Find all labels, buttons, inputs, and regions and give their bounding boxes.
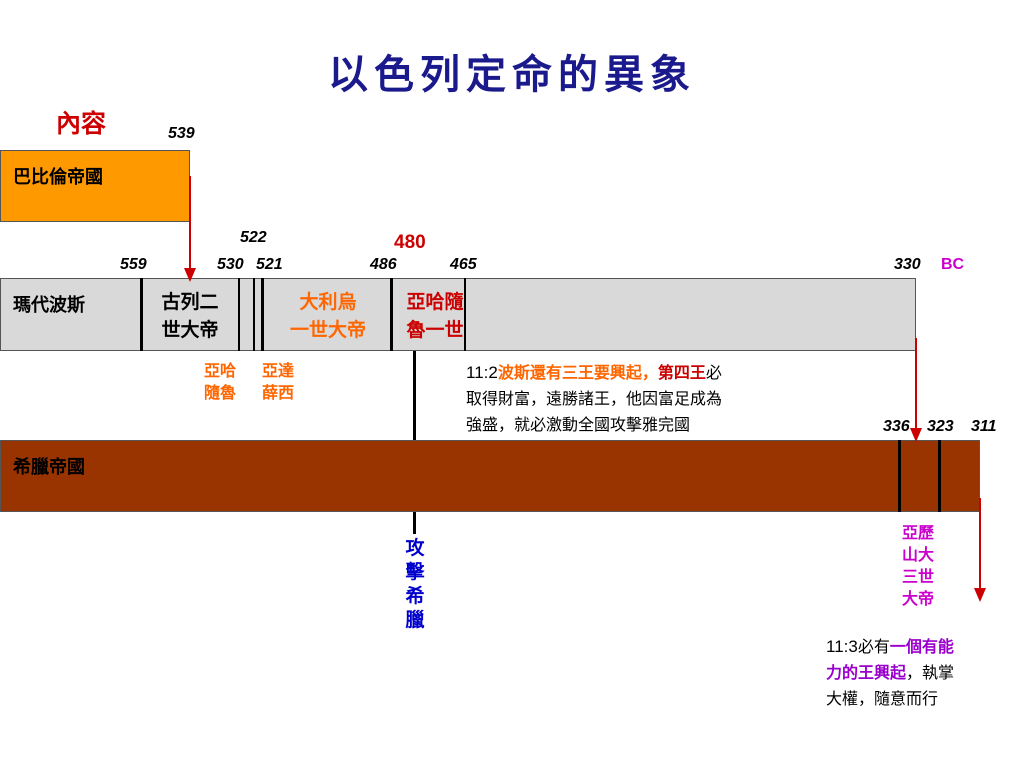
artaxerxes-label: 亞達 薛西	[262, 360, 294, 404]
ahasuerus-line-2: 隨魯	[204, 383, 237, 402]
medo-persia-label: 瑪代波斯	[13, 295, 85, 316]
attack-char-2: 擊	[405, 561, 425, 583]
verse-11-3-ref: 11:3	[826, 637, 858, 656]
year-559: 559	[120, 256, 147, 273]
year-530: 530	[217, 256, 244, 273]
darius-line-2: 一世大帝	[289, 319, 366, 341]
year-480: 480	[394, 232, 426, 253]
verse-11-2-red: 第四王	[657, 363, 706, 382]
verse-11-2: 11:2波斯還有三王要興起，第四王必 取得財富，遠勝諸王，他因富足成為 強盛，就…	[466, 360, 846, 438]
divider-559	[140, 278, 143, 351]
divider-323	[938, 440, 941, 512]
darius-line-1: 大利烏	[299, 291, 357, 313]
xerxes-line-2: 魯一世	[406, 319, 464, 341]
attack-char-1: 攻	[405, 537, 425, 559]
divider-522	[253, 278, 255, 351]
year-330: 330	[894, 256, 921, 273]
divider-465	[464, 278, 466, 351]
arrow-539	[184, 176, 196, 282]
arrow-330	[910, 338, 922, 442]
xerxes-line-1: 亞哈隨	[406, 291, 464, 313]
verse-11-3-line3: 大權，隨意而行	[826, 689, 939, 708]
darius-label: 大利烏 一世大帝	[268, 288, 388, 344]
year-311: 311	[971, 418, 997, 435]
divider-521	[261, 278, 264, 351]
cyrus-line-2: 世大帝	[161, 319, 219, 341]
medo-persia-bar: 瑪代波斯	[0, 278, 916, 351]
verse-11-3-rest: ，執掌	[906, 663, 955, 682]
line-480-lower	[413, 512, 416, 534]
verse-11-2-rest: 必	[705, 363, 722, 382]
divider-336	[898, 440, 901, 512]
arrow-311	[974, 498, 986, 602]
cyrus-line-1: 古列二	[161, 291, 219, 313]
alexander-line-1: 亞歷	[901, 523, 934, 542]
verse-11-2-ref: 11:2	[466, 363, 498, 382]
verse-11-3-purple1: 一個有能	[889, 637, 954, 656]
section-heading: 內容	[56, 109, 107, 138]
attack-char-4: 臘	[405, 609, 425, 631]
line-480-upper	[413, 351, 416, 440]
year-323: 323	[927, 418, 954, 435]
verse-11-2-line2: 取得財富，遠勝諸王，他因富足成為	[466, 389, 723, 408]
alexander-line-4: 大帝	[901, 589, 934, 608]
alexander-label: 亞歷 山大 三世 大帝	[894, 522, 942, 610]
year-336: 336	[883, 418, 910, 435]
verse-11-3-part1: 必有	[857, 637, 890, 656]
artaxerxes-line-1: 亞達	[262, 361, 295, 380]
bc-label: BC	[941, 256, 965, 273]
divider-530	[238, 278, 240, 351]
verse-11-2-orange: 波斯還有三王要興起，	[497, 363, 658, 382]
verse-11-2-line3: 強盛，就必激動全國攻擊雅完國	[466, 415, 691, 434]
year-465: 465	[450, 256, 477, 273]
verse-11-3-purple2: 力的王興起	[826, 663, 907, 682]
xerxes-label: 亞哈隨 魯一世	[395, 288, 475, 344]
attack-greece-label: 攻 擊 希 臘	[403, 536, 427, 632]
year-521: 521	[256, 256, 283, 273]
divider-486	[390, 278, 393, 351]
artaxerxes-line-2: 薛西	[262, 383, 295, 402]
attack-char-3: 希	[405, 585, 425, 607]
year-539: 539	[168, 125, 195, 142]
alexander-line-3: 三世	[901, 567, 934, 586]
alexander-line-2: 山大	[901, 545, 934, 564]
greece-empire-label: 希臘帝國	[13, 457, 85, 478]
babylon-empire-bar: 巴比倫帝國	[0, 150, 190, 222]
greece-empire-bar: 希臘帝國	[0, 440, 980, 512]
year-522: 522	[240, 229, 267, 246]
ahasuerus-line-1: 亞哈	[204, 361, 237, 380]
verse-11-3: 11:3必有一個有能 力的王興起，執掌 大權，隨意而行	[826, 634, 1016, 712]
year-486: 486	[370, 256, 397, 273]
page-title: 以色列定命的異象	[328, 51, 696, 98]
babylon-empire-label: 巴比倫帝國	[13, 167, 103, 188]
cyrus-label: 古列二 世大帝	[146, 288, 234, 344]
ahasuerus-label: 亞哈 隨魯	[204, 360, 236, 404]
